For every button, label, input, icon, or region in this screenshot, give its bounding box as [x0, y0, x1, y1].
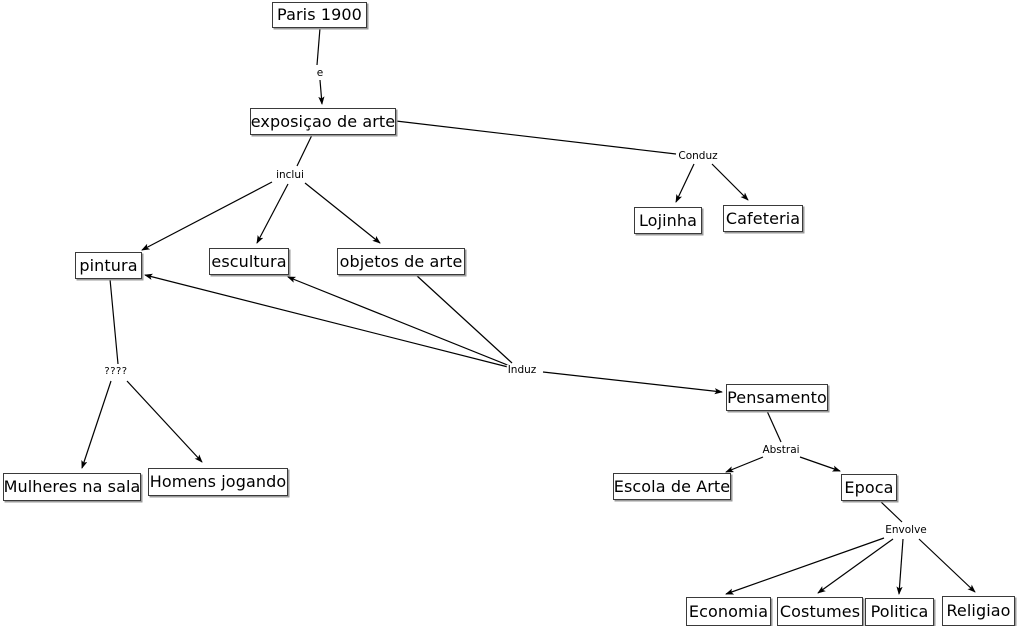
link-label-abstrai: Abstrai — [761, 443, 801, 456]
edge-inclui-objetos — [304, 182, 381, 244]
edge-quatro-homens — [126, 380, 203, 463]
link-label-quatro: ???? — [103, 366, 129, 377]
node-religiao[interactable]: Religiao — [942, 596, 1015, 626]
edge-envolve-politica — [896, 538, 904, 595]
link-label-e: e — [315, 66, 325, 79]
edge-envolve-religiao — [918, 538, 976, 593]
node-costumes[interactable]: Costumes — [777, 597, 863, 626]
node-pintura[interactable]: pintura — [75, 252, 142, 279]
link-label-induz: Induz — [506, 363, 538, 376]
node-exposicao[interactable]: exposiçao de arte — [250, 108, 396, 135]
edge-exposicao-conduz — [395, 120, 677, 155]
edge-pensamento-abstrai — [766, 410, 782, 443]
node-pensamento[interactable]: Pensamento — [726, 384, 828, 411]
edge-paris-e — [316, 27, 321, 66]
link-label-envolve: Envolve — [884, 523, 928, 536]
edges — [81, 27, 976, 595]
node-cafeteria[interactable]: Cafeteria — [723, 205, 803, 232]
edge-envolve-costumes — [817, 538, 894, 594]
link-label-inclui: inclui — [275, 168, 305, 181]
edge-inclui-pintura — [141, 181, 273, 251]
node-economia[interactable]: Economia — [686, 597, 771, 626]
edge-conduz-lojinha — [675, 163, 695, 203]
edge-conduz-cafeteria — [711, 163, 749, 201]
edge-abstrai-epoca — [799, 456, 841, 472]
edge-abstrai-escola — [725, 456, 764, 473]
node-escultura[interactable]: escultura — [209, 248, 289, 275]
node-homens[interactable]: Homens jogando — [148, 468, 288, 496]
edge-induz-pintura — [144, 273, 509, 368]
edge-e-exposicao — [318, 79, 325, 105]
edge-induz-escultura — [287, 276, 511, 367]
node-paris[interactable]: Paris 1900 — [272, 2, 367, 28]
edge-epoca-envolve — [879, 500, 903, 523]
edge-objetos-induz — [415, 274, 513, 364]
link-label-conduz: Conduz — [677, 149, 719, 162]
edge-pintura-quatro — [109, 278, 119, 365]
edge-induz-pensamento — [542, 371, 723, 395]
node-politica[interactable]: Politica — [865, 598, 934, 626]
edge-exposicao-inclui — [296, 134, 313, 167]
node-escola[interactable]: Escola de Arte — [613, 473, 731, 500]
edge-envolve-economia — [725, 537, 885, 595]
node-epoca[interactable]: Epoca — [841, 474, 897, 501]
edge-inclui-escultura — [256, 183, 289, 244]
node-objetos[interactable]: objetos de arte — [337, 248, 465, 275]
node-mulheres[interactable]: Mulheres na sala — [3, 473, 141, 501]
node-lojinha[interactable]: Lojinha — [634, 207, 702, 234]
edge-quatro-mulheres — [81, 380, 112, 469]
